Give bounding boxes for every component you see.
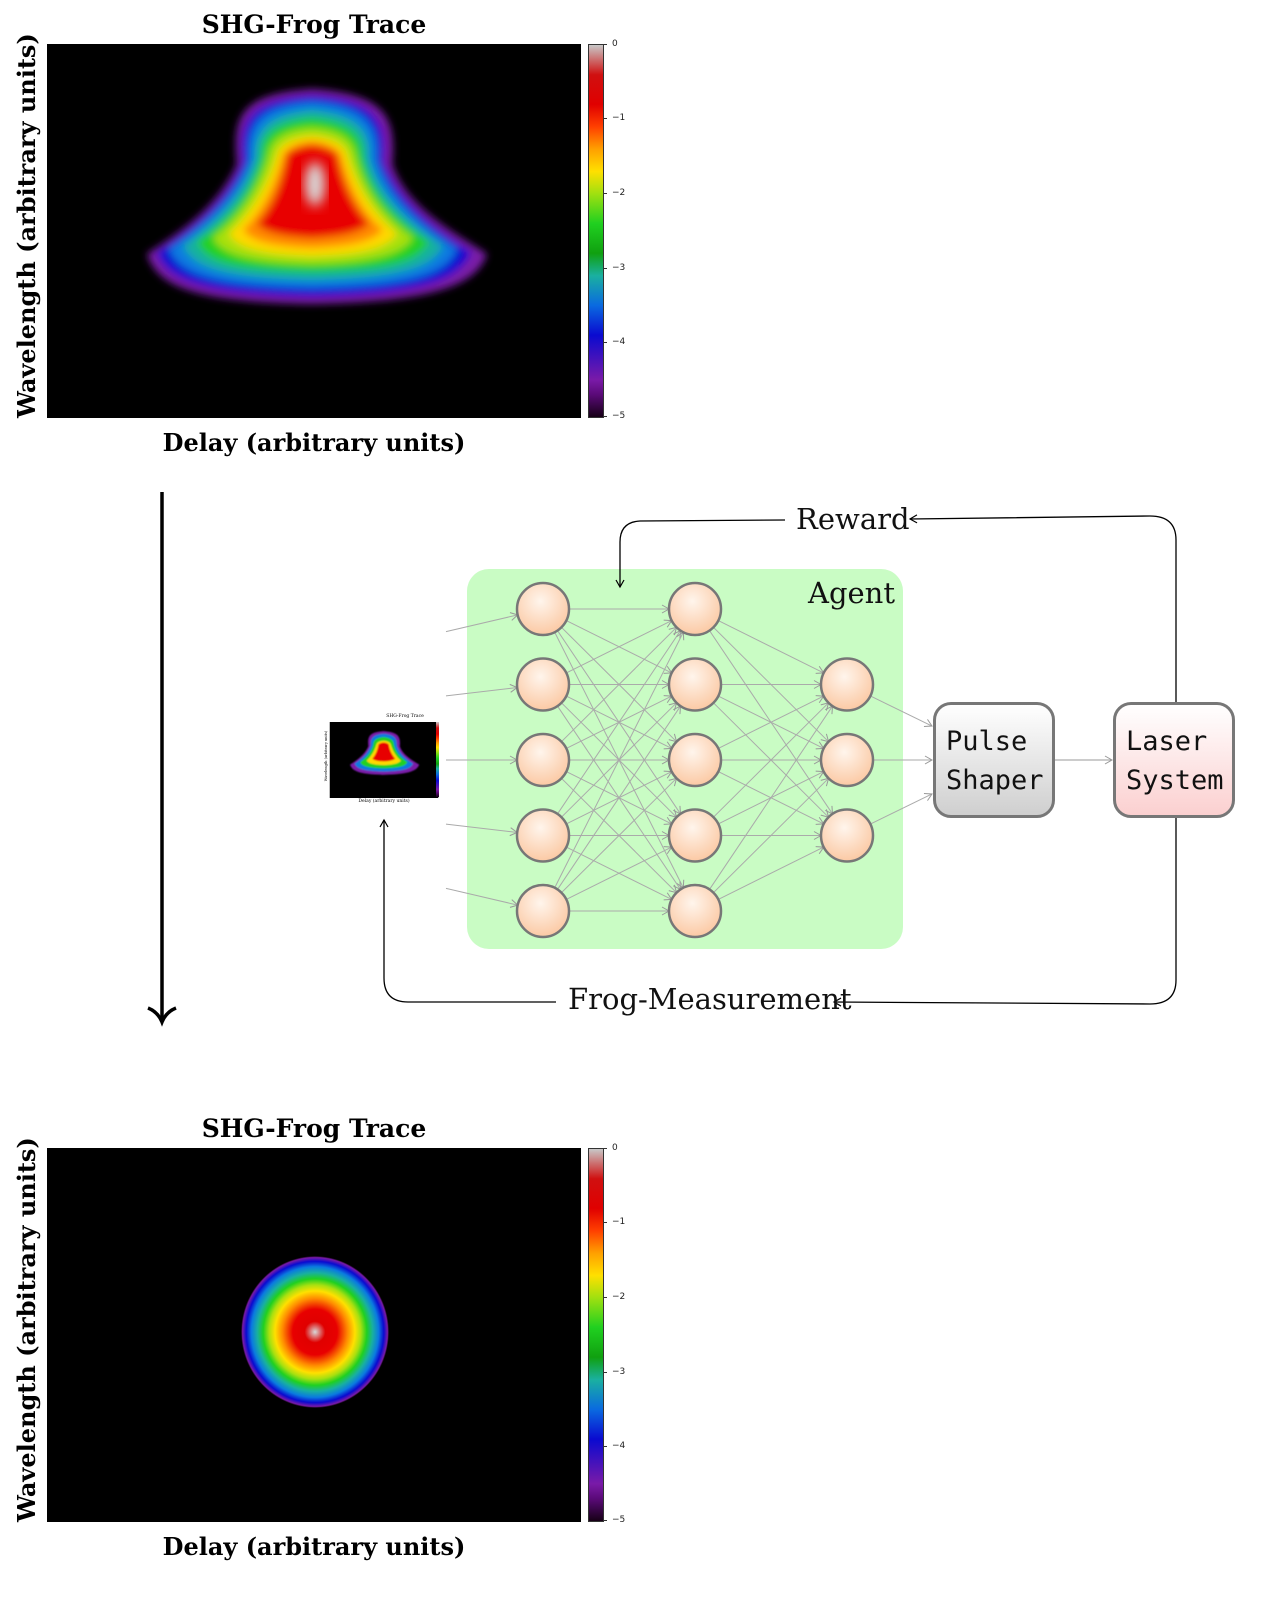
top-colorbar-ticks: 0 −1 −2 −3 −4 −5 [603,39,625,421]
neuron-connection [566,619,673,674]
laser-system-box: Laser System [1113,702,1235,818]
neuron-layer2-4 [667,808,723,863]
neuron-connection [709,705,834,890]
neuron-layer3-1 [819,657,875,712]
neuron-connection [718,695,825,749]
neuron-connection [557,705,682,890]
output-connection [870,792,933,825]
top-colorbar [588,44,604,418]
neuron-connection [713,777,830,894]
network-neurons [515,581,875,939]
laser-system-line1: Laser [1126,726,1208,757]
neuron-connection [561,777,678,894]
agent-label: Agent [808,576,895,610]
neuron-connection [718,846,825,900]
neuron-connection [713,702,830,818]
top-plot-title: SHG-Frog Trace [201,10,427,39]
neuron-layer2-1 [667,581,723,637]
pulse-shaper-line2: Shaper [946,765,1044,796]
input-trace-thumbnail: SHG-Frog Trace Wavelength (arbitrary uni… [322,714,444,806]
input-connection [445,612,519,633]
frog-measurement-label: Frog-Measurement [568,982,852,1016]
reward-label: Reward [796,502,910,536]
bottom-plot-ylabel: Wavelength (arbitrary units) [12,1137,41,1522]
pulse-shaper-line1: Pulse [946,726,1028,757]
neuron-layer1-4 [515,808,571,863]
input-connection [445,823,519,837]
bottom-colorbar-ticks: 0 −1 −2 −3 −4 −5 [603,1143,625,1525]
neuron-layer2-2 [667,657,723,712]
neuron-connection [566,846,673,900]
agent-network-diagram [379,514,1177,1007]
top-plot-ylabel: Wavelength (arbitrary units) [12,33,41,418]
neuron-layer3-2 [819,732,875,788]
reward-arrow-in [615,519,786,589]
measurement-arrow-out [832,818,1177,1007]
neuron-layer1-3 [515,732,571,788]
bottom-plot-xlabel: Delay (arbitrary units) [162,1532,466,1561]
neuron-layer2-5 [667,883,723,939]
bottom-colorbar [588,1148,604,1522]
top-heatmap [47,44,581,418]
reward-arrow-out [908,514,1177,702]
neuron-layer3-3 [819,808,875,863]
bottom-heatmap [47,1148,581,1522]
input-connection [445,683,519,697]
progress-arrow [147,492,177,1027]
top-plot-xlabel: Delay (arbitrary units) [162,428,466,457]
input-connection [445,887,519,908]
bottom-plot-title: SHG-Frog Trace [201,1114,427,1143]
neuron-connection [561,626,678,743]
measurement-arrow-in [379,818,556,1003]
laser-system-line2: System [1126,765,1224,796]
neuron-layer1-2 [515,657,571,712]
neuron-layer2-3 [667,732,723,788]
neuron-connection [554,631,685,889]
neuron-connection [557,629,682,815]
neuron-layer1-5 [515,883,571,939]
neuron-connection [718,620,825,674]
output-connection [870,695,933,728]
pulse-shaper-box: Pulse Shaper [933,702,1055,818]
neuron-layer1-1 [515,581,571,637]
network-connections [445,604,934,916]
